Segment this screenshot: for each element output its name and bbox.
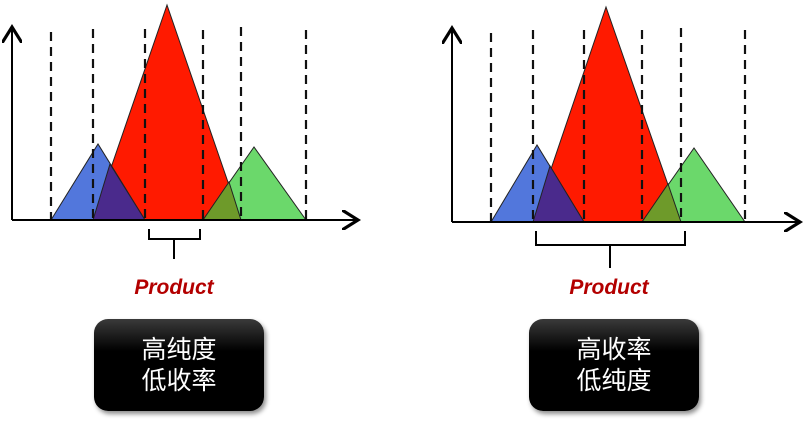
result-line-1: 高收率	[576, 335, 652, 364]
product-label: Product	[134, 276, 214, 299]
left-panel: Product 高纯度 低收率	[0, 3, 402, 411]
result-box-high-yield: 高收率 低纯度	[529, 319, 699, 411]
product-label: Product	[569, 276, 649, 299]
cut-lines	[49, 27, 308, 220]
result-box-high-purity: 高纯度 低收率	[94, 319, 264, 411]
result-line-1: 高纯度	[141, 335, 217, 364]
cut-lines	[489, 28, 747, 222]
product-bracket	[535, 231, 686, 268]
result-line-2: 低纯度	[576, 366, 652, 395]
right-panel: Product 高收率 低纯度	[402, 0, 804, 422]
right-chromatogram-chart	[402, 5, 804, 268]
product-bracket	[148, 229, 201, 259]
result-line-2: 低收率	[141, 366, 217, 395]
left-chromatogram-chart	[0, 3, 402, 259]
